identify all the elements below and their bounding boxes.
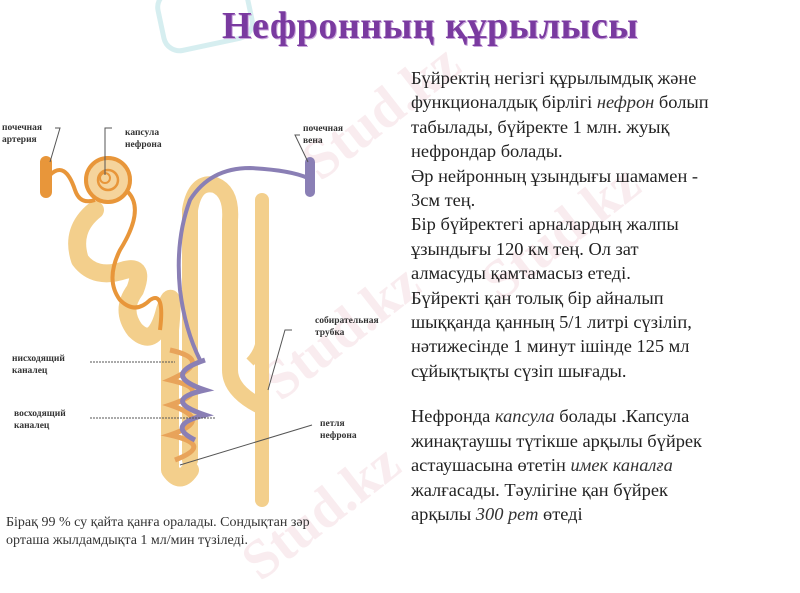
logo-decoration-icon (155, 0, 255, 54)
text-span: астаушасына өтетін (411, 455, 566, 476)
label-collecting-duct: собирательная трубка (315, 315, 379, 339)
text-span: Нефронда (411, 406, 491, 427)
text-line: нефрондар болады. (411, 141, 563, 162)
text-line: ұзындығы 120 км тең. Ол зат (411, 238, 639, 259)
text-line: сұйықтықты сүзіп шығады. (411, 360, 627, 381)
label-renal-artery: почечная артерия (2, 122, 42, 146)
label-renal-vein: почечная вена (303, 123, 343, 147)
label-nephron-capsule: капсула нефрона (125, 127, 162, 151)
text-line: шыққанда қанның 5/1 литрі сүзіліп, (411, 312, 692, 333)
caption-line: Бірақ 99 % су қайта қанға оралады. Сонды… (6, 515, 310, 530)
label-line: собирательная (315, 316, 379, 326)
label-line: вена (303, 136, 323, 146)
label-ascending-tubule: восходящий каналец (14, 408, 66, 432)
label-loop-of-henle: петля нефрона (320, 418, 357, 442)
text-line: Бүйректің негізгі құрылымдық және (411, 68, 697, 88)
text-line: функционалдық бірлігі нефрон болып (411, 90, 796, 114)
nephron-diagram: почечная артерия капсула нефрона почечна… (0, 100, 410, 510)
text-line: арқылы 300 рет өтеді (411, 502, 796, 526)
text-line: жинақтаушы түтікше арқылы бүйрек (411, 430, 702, 451)
label-line: почечная (303, 124, 344, 134)
text-span: өтеді (543, 503, 583, 524)
italic-term: имек каналға (570, 455, 673, 476)
text-line: алмасуды қамтамасыз етеді. (411, 263, 631, 284)
text-line: табылады, бүйректе 1 млн. жуық (411, 116, 670, 137)
text-span: болып (658, 92, 709, 113)
italic-term: 300 рет (475, 503, 539, 524)
text-line: Бір бүйректегі арналардың жалпы (411, 214, 679, 235)
text-line: жалғасады. Тәулігіне қан бүйрек (411, 479, 668, 500)
label-line: почечная (2, 123, 43, 133)
label-line: каналец (12, 366, 48, 376)
text-span: болады .Капсула (559, 406, 690, 427)
body-text: Бүйректің негізгі құрылымдық және функци… (411, 66, 796, 526)
text-line: астаушасына өтетін имек каналға (411, 453, 796, 477)
label-line: капсула (125, 128, 160, 138)
nephron-illustration (40, 127, 315, 507)
label-descending-tubule: нисходящий каналец (12, 353, 65, 377)
label-line: петля (320, 419, 345, 429)
text-line: нәтижесінде 1 минут ішінде 125 мл (411, 336, 690, 357)
text-line: 3см тең. (411, 190, 476, 211)
text-line: Әр нейронның ұзындығы шамамен - (411, 165, 699, 186)
label-line: нисходящий (12, 354, 65, 364)
label-line: артерия (2, 135, 37, 145)
label-line: трубка (315, 328, 345, 338)
paragraph-gap (411, 383, 796, 404)
diagram-caption: Бірақ 99 % су қайта қанға оралады. Сонды… (6, 514, 401, 550)
italic-term: капсула (494, 406, 555, 427)
page-title: Нефронның құрылысы (222, 5, 639, 47)
italic-term: нефрон (596, 92, 655, 113)
text-line: Нефронда капсула болады .Капсула (411, 404, 796, 428)
text-line: Бүйректі қан толық бір айналып (411, 287, 664, 308)
label-line: нефрона (320, 431, 357, 441)
text-span: арқылы (411, 503, 472, 524)
label-line: нефрона (125, 140, 162, 150)
text-span: функционалдық бірлігі (411, 92, 593, 113)
label-line: каналец (14, 421, 50, 431)
label-line: восходящий (14, 409, 66, 419)
caption-line: орташа жылдамдықта 1 мл/мин түзіледі. (6, 533, 249, 548)
